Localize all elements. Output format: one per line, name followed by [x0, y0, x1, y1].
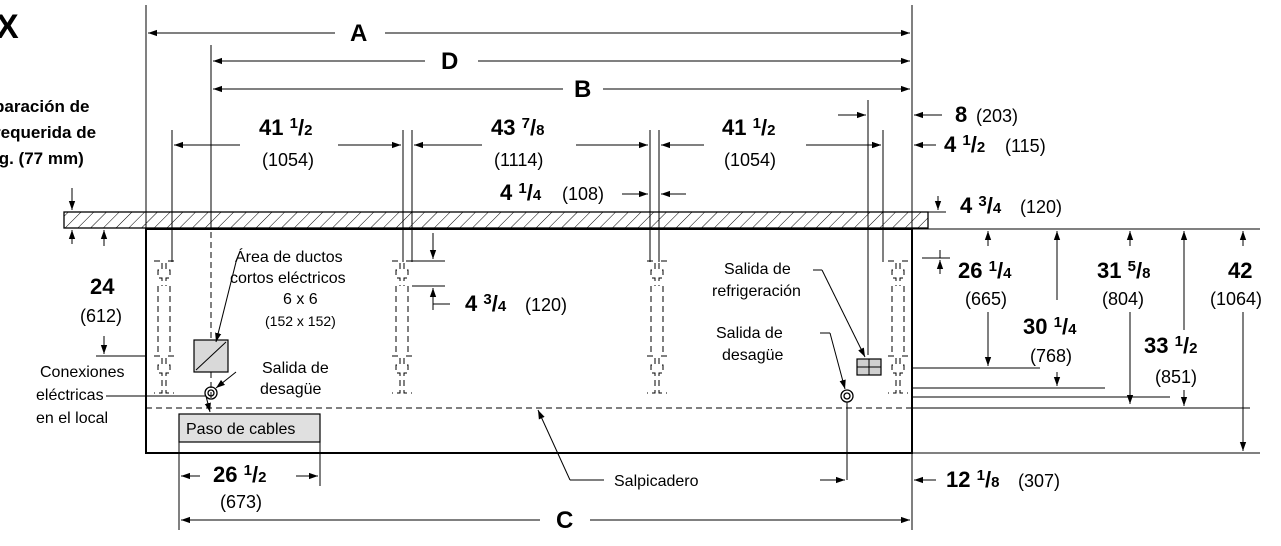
svg-text:Salpicadero: Salpicadero — [614, 473, 699, 490]
svg-text:4 3/4: 4 3/4 — [465, 291, 507, 316]
svg-text:C: C — [556, 507, 573, 534]
svg-text:(665): (665) — [965, 289, 1007, 309]
dimension-height-24: 24 (612) — [80, 230, 146, 357]
dimension-spacing-1: 41 1/2 (1054) — [174, 115, 401, 170]
svg-text:Salida de: Salida de — [724, 261, 791, 278]
dimension-h-26-1-4: 26 1/4 (665) — [922, 231, 1012, 366]
svg-text:Paso de cables: Paso de cables — [186, 421, 295, 438]
cabinet-body — [145, 228, 913, 454]
svg-text:Área de ductos: Área de ductos — [235, 247, 343, 266]
svg-text:Conexiones: Conexiones — [40, 364, 125, 381]
cable-pass: Paso de cables — [178, 413, 321, 443]
svg-text:41 1/2: 41 1/2 — [259, 115, 312, 140]
drain-left: Salida de desagüe — [204, 360, 329, 400]
svg-text:(612): (612) — [80, 306, 122, 326]
svg-text:(1054): (1054) — [262, 150, 314, 170]
svg-text:(120): (120) — [525, 295, 567, 315]
svg-text:(307): (307) — [1018, 471, 1060, 491]
svg-text:26 1/2: 26 1/2 — [213, 462, 266, 487]
svg-text:12 1/8: 12 1/8 — [946, 467, 999, 492]
svg-text:eléctricas: eléctricas — [36, 387, 104, 404]
dimension-c: C — [181, 507, 910, 534]
dimension-bottom-12-1-8: 12 1/8 (307) — [820, 453, 1060, 530]
dimension-a: A — [148, 20, 910, 47]
dimension-top-4-3-4: 4 3/4 (120) — [928, 193, 1062, 218]
svg-text:Salida de: Salida de — [716, 325, 783, 342]
svg-text:8: 8 — [955, 102, 967, 127]
clearance-note-line-3: lg. (77 mm) — [0, 149, 84, 168]
refrigeration-outlet: Salida de refrigeración — [712, 261, 882, 376]
svg-text:(851): (851) — [1155, 367, 1197, 387]
leg-4 — [888, 260, 908, 394]
svg-text:41 1/2: 41 1/2 — [722, 115, 775, 140]
svg-text:(108): (108) — [562, 184, 604, 204]
svg-text:D: D — [441, 48, 458, 75]
svg-text:30 1/4: 30 1/4 — [1023, 314, 1077, 339]
svg-text:desagüe: desagüe — [722, 347, 783, 364]
svg-text:desagüe: desagüe — [260, 381, 321, 398]
countertop — [63, 211, 929, 229]
dimension-h-31-5-8: 31 5/8 (804) — [1097, 231, 1150, 404]
dimension-right-4-half: 4 1/2 (115) — [855, 132, 1046, 157]
svg-text:(1114): (1114) — [494, 150, 543, 170]
dimension-right-8: 8 (203) — [838, 102, 1018, 127]
dimension-h-33-1-2: 33 1/2 (851) — [1144, 231, 1197, 406]
backsplash-label: Salpicadero — [537, 409, 699, 490]
svg-text:cortos eléctricos: cortos eléctricos — [230, 270, 346, 287]
svg-text:26 1/4: 26 1/4 — [958, 258, 1012, 283]
svg-text:refrigeración: refrigeración — [712, 283, 801, 300]
svg-text:4 1/4: 4 1/4 — [500, 180, 542, 205]
drain-right: Salida de desagüe — [716, 325, 854, 480]
svg-text:(1064): (1064) — [1210, 289, 1262, 309]
svg-text:en el local: en el local — [36, 410, 108, 427]
leg-1 — [154, 260, 174, 394]
svg-text:42: 42 — [1228, 258, 1252, 283]
electrical-area: Área de ductos cortos eléctricos 6 x 6 (… — [193, 247, 346, 373]
svg-text:Salida de: Salida de — [262, 360, 329, 377]
dimension-d: D — [210, 45, 910, 230]
svg-text:A: A — [350, 20, 367, 47]
svg-text:(804): (804) — [1102, 289, 1144, 309]
local-connections: Conexiones eléctricas en el local — [36, 364, 211, 427]
svg-text:(120): (120) — [1020, 197, 1062, 217]
svg-text:(152 x 152): (152 x 152) — [265, 313, 336, 329]
svg-text:(768): (768) — [1030, 346, 1072, 366]
svg-text:4 1/2: 4 1/2 — [944, 132, 985, 157]
svg-text:4 3/4: 4 3/4 — [960, 193, 1002, 218]
svg-text:33 1/2: 33 1/2 — [1144, 333, 1197, 358]
svg-text:(673): (673) — [220, 492, 262, 512]
svg-text:B: B — [574, 76, 591, 103]
dimension-leg-4-quarter: 4 1/4 (108) — [500, 180, 686, 205]
svg-text:24: 24 — [90, 274, 115, 299]
corner-label: X — [0, 8, 19, 46]
dimension-bottom-26-1-2: 26 1/2 (673) — [178, 442, 321, 530]
dimension-h-30-1-4: 30 1/4 (768) — [1023, 231, 1077, 386]
leg-2 — [392, 260, 412, 394]
svg-text:43 7/8: 43 7/8 — [491, 115, 544, 140]
leg-3 — [647, 260, 667, 394]
svg-text:31 5/8: 31 5/8 — [1097, 258, 1150, 283]
svg-text:(1054): (1054) — [724, 150, 776, 170]
clearance-note-line-1: paración de — [0, 97, 89, 116]
dimension-spacing-3: 41 1/2 (1054) — [661, 115, 881, 170]
dimension-h-42: 42 (1064) — [1210, 231, 1262, 451]
dimension-spacing-2: 43 7/8 (1114) — [414, 115, 648, 170]
dimension-b: B — [213, 76, 910, 103]
svg-text:6 x 6: 6 x 6 — [283, 291, 318, 308]
svg-text:(115): (115) — [1005, 136, 1046, 156]
clearance-note-line-2: requerida de — [0, 123, 96, 142]
dimension-leg-4-3-4: 4 3/4 (120) — [412, 233, 567, 316]
svg-text:(203): (203) — [976, 106, 1018, 126]
